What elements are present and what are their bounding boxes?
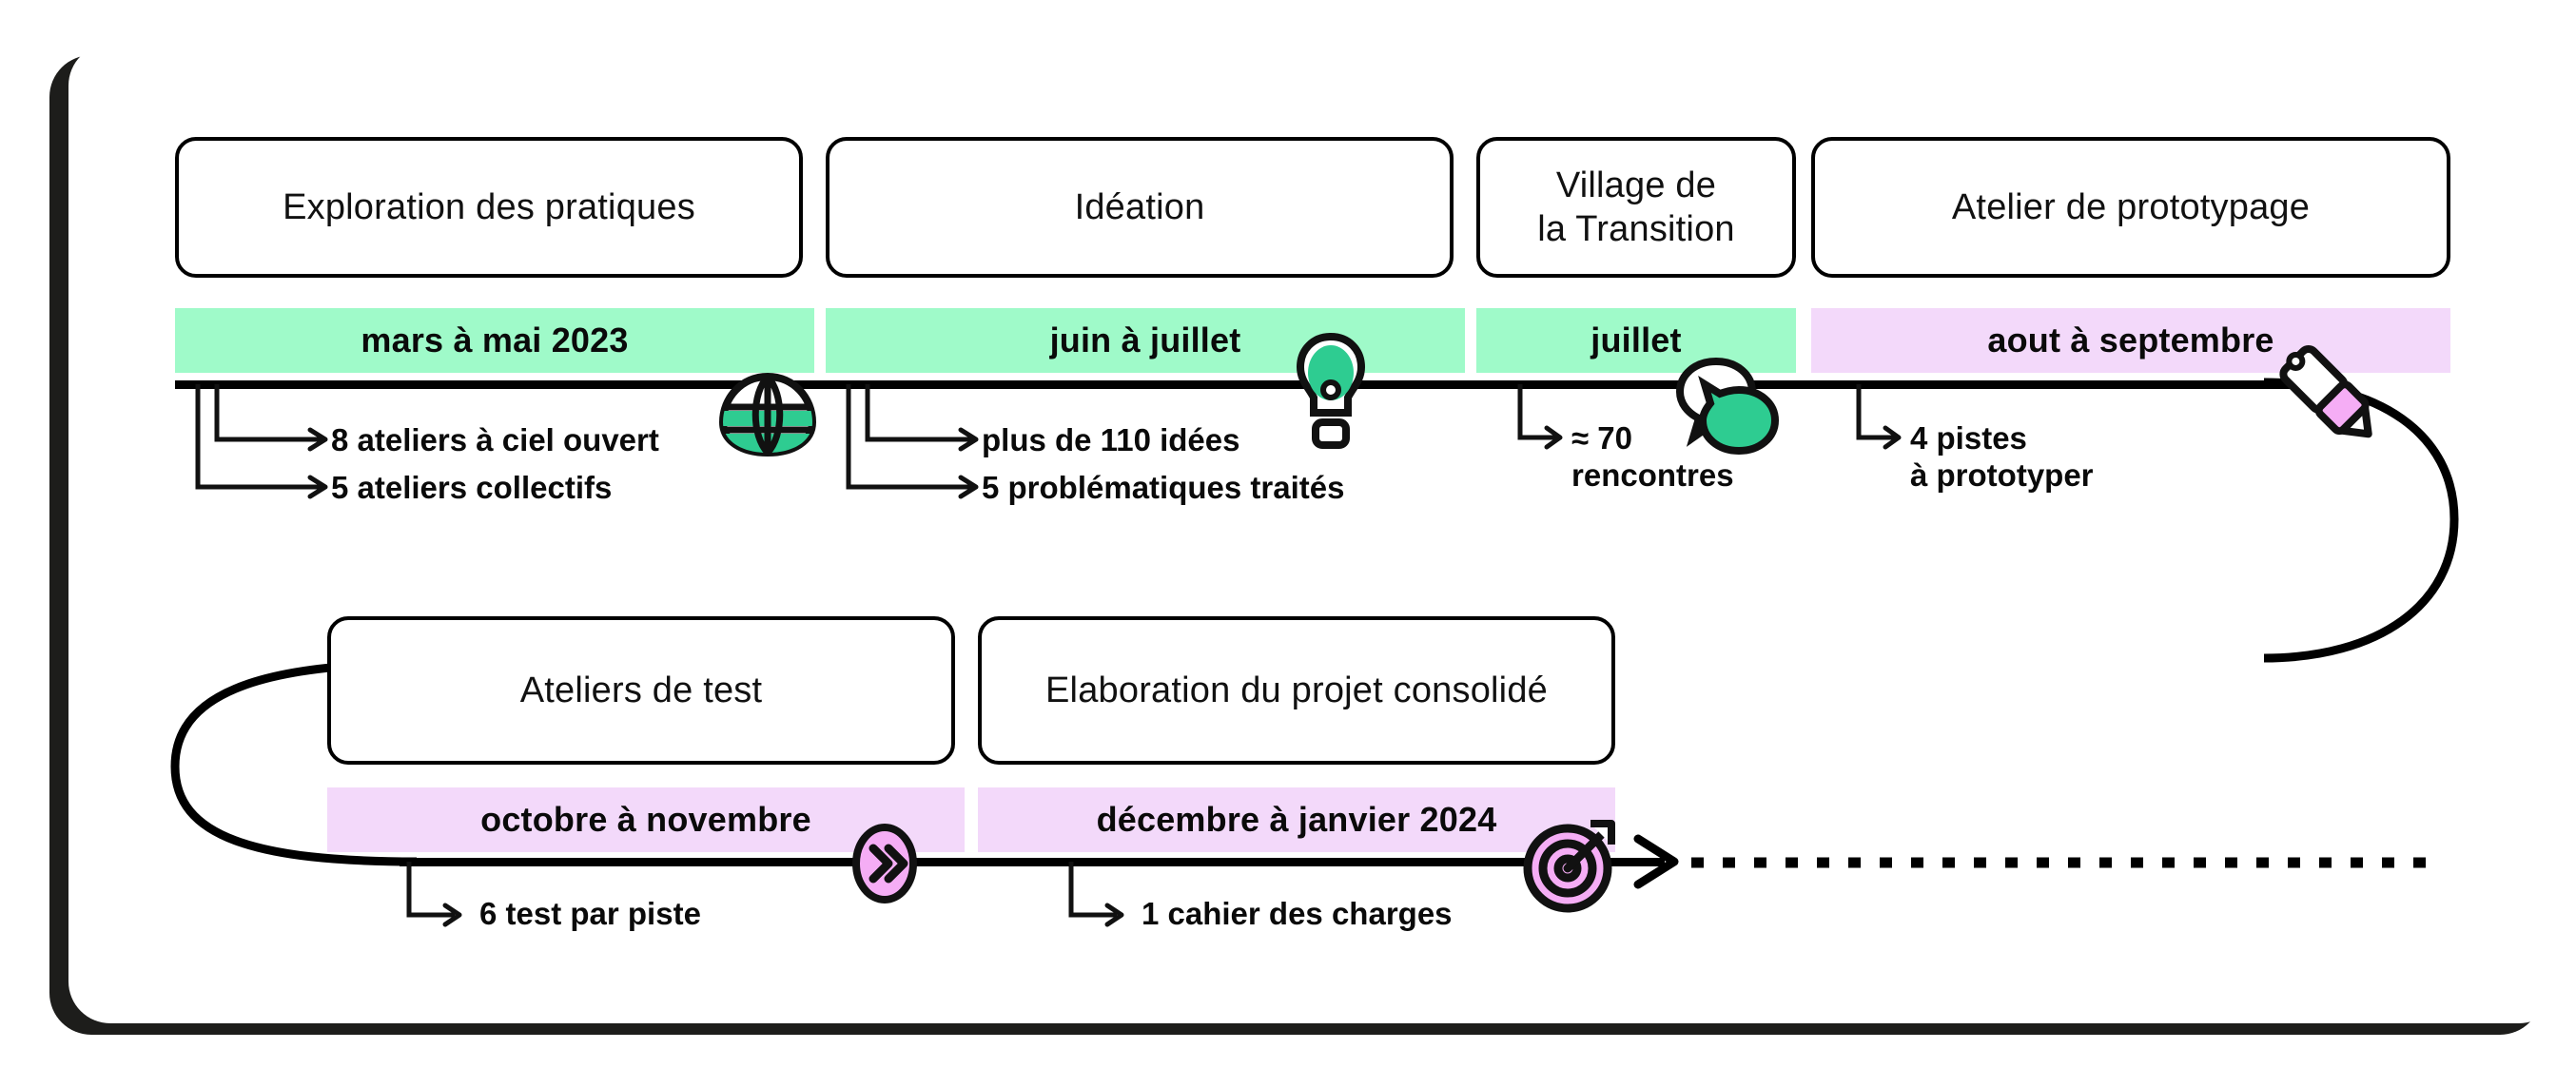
date-band-mars-mai-2023: mars à mai 2023 <box>175 308 814 373</box>
elbow-connector-group-3 <box>1856 384 1902 450</box>
date-band-label: aout à septembre <box>1987 321 2274 359</box>
dashed-future-line <box>1691 857 2443 868</box>
phase-box-label: Elaboration du projet consolidé <box>1045 670 1548 710</box>
phase-box-atelier-prototypage[interactable]: Atelier de prototypage <box>1811 137 2450 278</box>
annotation-6-test-par-piste: 6 test par piste <box>479 896 701 931</box>
target-icon <box>1520 818 1625 918</box>
annotation-plus-de-110-idees: plus de 110 idées <box>982 422 1240 457</box>
chevrons-right-icon <box>849 820 921 907</box>
elbow-connector-group-1 <box>846 384 979 499</box>
date-band-aout-septembre: aout à septembre <box>1811 308 2450 373</box>
annotation-70-rencontres: ≈ 70 rencontres <box>1571 420 1734 493</box>
date-band-label: octobre à novembre <box>480 800 811 839</box>
phase-box-elaboration-projet[interactable]: Elaboration du projet consolidé <box>978 616 1615 765</box>
elbow-connector-bottom-group-1 <box>1068 862 1124 927</box>
pen-icon <box>2272 339 2386 453</box>
phase-box-label: Village de la Transition <box>1537 165 1735 249</box>
lightbulb-icon <box>1290 331 1372 455</box>
phase-box-label: Idéation <box>1074 186 1205 227</box>
timeline-axis-bottom <box>400 858 1665 866</box>
speech-bubbles-icon <box>1670 354 1785 463</box>
phase-box-exploration[interactable]: Exploration des pratiques <box>175 137 803 278</box>
annotation-5-ateliers-collectifs: 5 ateliers collectifs <box>331 470 613 505</box>
phase-box-label: Exploration des pratiques <box>283 186 695 227</box>
date-band-juillet: juillet <box>1476 308 1796 373</box>
elbow-connector-bottom-group-0 <box>406 862 462 927</box>
phase-box-label: Atelier de prototypage <box>1951 186 2311 227</box>
timeline-axis-top <box>175 380 2319 389</box>
timeline-loop-left <box>170 659 418 866</box>
date-band-label: décembre à janvier 2024 <box>1096 800 1497 839</box>
phase-box-village-transition[interactable]: Village de la Transition <box>1476 137 1796 278</box>
elbow-connector-group-2 <box>1517 384 1563 450</box>
annotation-1-cahier-des-charges: 1 cahier des charges <box>1142 896 1453 931</box>
annotation-5-problematiques-traites: 5 problématiques traités <box>982 470 1345 505</box>
elbow-connector-group-0 <box>195 384 328 499</box>
date-band-decembre-janvier-2024: décembre à janvier 2024 <box>978 787 1615 852</box>
phase-box-label: Ateliers de test <box>519 670 763 710</box>
date-band-label: juin à juillet <box>1049 321 1241 359</box>
phase-box-ideation[interactable]: Idéation <box>826 137 1454 278</box>
annotation-4-pistes-a-prototyper: 4 pistes à prototyper <box>1910 420 2094 493</box>
phase-box-ateliers-de-test[interactable]: Ateliers de test <box>327 616 955 765</box>
timeline-arrowhead-bottom <box>1633 834 1679 889</box>
date-band-label: mars à mai 2023 <box>361 321 629 359</box>
date-band-label: juillet <box>1590 321 1682 359</box>
globe-icon <box>715 369 820 459</box>
annotation-8-ateliers-ciel-ouvert: 8 ateliers à ciel ouvert <box>331 422 659 457</box>
